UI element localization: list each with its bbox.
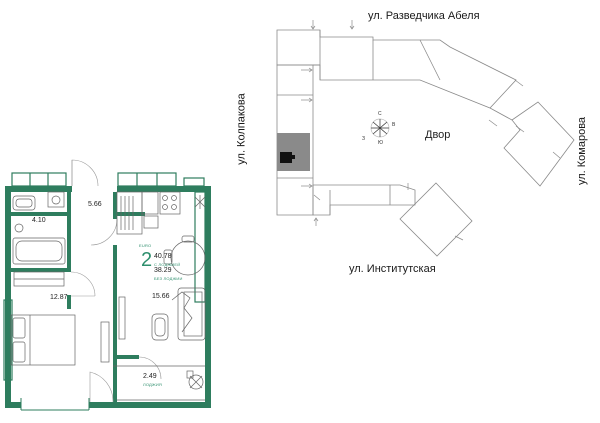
apartment-location-marker — [280, 152, 292, 163]
svg-text:В: В — [392, 122, 396, 128]
loggia — [113, 365, 205, 401]
svg-text:С: С — [378, 111, 382, 117]
living-area-caption: БЕЗ ЛОДЖИИ — [154, 276, 183, 281]
bedroom-area: 12.87 — [50, 294, 68, 301]
tv-unit — [118, 296, 126, 340]
site-plan — [276, 20, 575, 257]
bed — [10, 314, 110, 366]
dining-table — [163, 235, 206, 276]
bathroom-area: 4.10 — [32, 217, 46, 224]
building-southeast-block — [399, 182, 473, 257]
kitchen-living-area: 15.66 — [152, 293, 170, 300]
bathroom-fixtures — [12, 191, 66, 287]
apartment-type-label: EURO — [139, 243, 152, 248]
floor-plan — [3, 159, 211, 411]
street-west-label: ул. Колпакова — [235, 93, 248, 165]
hall-area: 5.66 — [88, 201, 102, 208]
building-south-wing — [312, 184, 416, 216]
svg-text:Ю: Ю — [378, 140, 383, 146]
sofa — [151, 287, 206, 341]
courtyard-label: Двор — [425, 129, 451, 141]
total-area-value: 40.78 — [154, 253, 172, 260]
compass-icon: С В Ю З — [362, 111, 396, 146]
bedroom-window — [20, 398, 90, 411]
interior-walls — [11, 192, 145, 402]
entrance-arrows — [301, 20, 561, 241]
street-east-label: ул. Комарова — [576, 116, 589, 186]
kitchen-fixtures — [116, 191, 206, 235]
building-east-block — [503, 101, 575, 187]
loggia-area: 2.49 — [143, 373, 157, 380]
street-north-label: ул. Разведчика Абеля — [368, 10, 480, 22]
svg-text:З: З — [362, 136, 365, 142]
total-area-caption: С ЛОДЖИЕЙ — [154, 262, 181, 267]
exterior-walls — [5, 186, 211, 408]
living-area-value: 38.29 — [154, 267, 172, 274]
windows — [3, 172, 206, 381]
loggia-caption: ЛОДЖИЯ — [143, 382, 163, 387]
street-south-label: ул. Институтская — [349, 263, 436, 275]
rooms-count: 2 — [141, 249, 153, 271]
